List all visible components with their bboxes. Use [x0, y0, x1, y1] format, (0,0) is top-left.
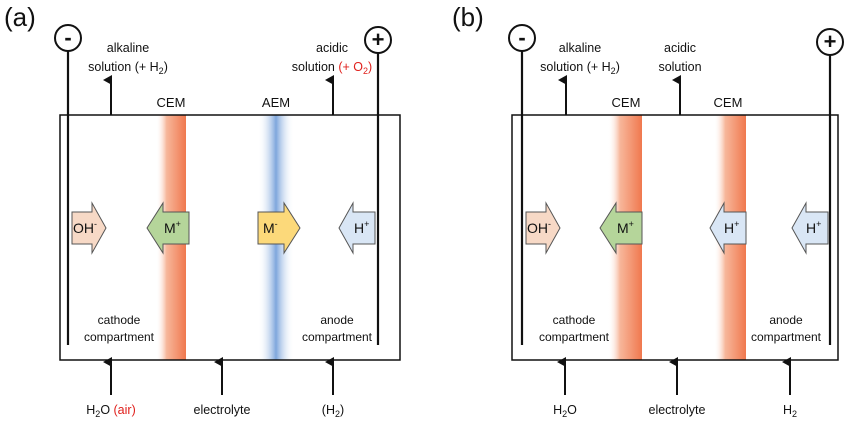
- panel-b-h-plus-arrow: [791, 201, 829, 255]
- panel-b-h-plus-label: H+: [806, 219, 821, 236]
- panel-b-anode-label-line1: anode: [769, 313, 803, 327]
- panel-a-outlet-left-line1: alkaline: [107, 41, 149, 55]
- panel-a-cell: [59, 114, 401, 361]
- panel-b: (b) CEM CEM - + alkaline solution (+ H2)…: [452, 2, 844, 419]
- panel-a-m-minus-label: M-: [263, 219, 278, 236]
- panel-b-inlet-right-label: H2: [783, 403, 797, 419]
- panel-b-inlet-mid-label: electrolyte: [649, 403, 706, 417]
- panel-b-negative-terminal: [508, 24, 536, 52]
- panel-b-cathode-label-line1: cathode: [553, 313, 596, 327]
- panel-a-inlet-right-label: (H2): [322, 403, 344, 419]
- panel-a-minus-sign: -: [64, 25, 71, 50]
- panel-a-cathode-label-line2: compartment: [84, 330, 155, 344]
- panel-b-cathode-label-line2: compartment: [539, 330, 610, 344]
- panel-b-outlet-left-line2: solution (+ H2): [540, 60, 620, 76]
- panel-b-outlet-right-line1: acidic: [664, 41, 696, 55]
- panel-b-outlet-right-line2: solution: [658, 60, 701, 74]
- panel-a-m-plus-arrow: [146, 201, 190, 255]
- panel-a-oh-label: OH-: [73, 219, 97, 236]
- panel-b-m-plus-arrow: [599, 201, 643, 255]
- panel-a-inlet-left-label: H2O (air): [86, 403, 135, 419]
- panel-b-outlet-left-line1: alkaline: [559, 41, 601, 55]
- panel-b-h-plus-mid-arrow: [709, 201, 747, 255]
- panel-a-label: (a): [4, 2, 36, 32]
- panel-a-m-plus-label: M+: [164, 219, 181, 236]
- panel-b-plus-sign: +: [824, 29, 837, 54]
- panel-a-negative-terminal: [54, 24, 82, 52]
- panel-b-anode-label-line2: compartment: [751, 330, 822, 344]
- panel-a-outlet-right-line2: solution (+ O2): [292, 60, 372, 76]
- panel-a-plus-sign: +: [372, 27, 385, 52]
- panel-b-oh-label: OH-: [527, 219, 551, 236]
- panel-b-oh-arrow: [525, 201, 561, 255]
- panel-a: (a) CEM AEM - + alkaline solution (+ H2)…: [4, 2, 401, 419]
- panel-b-cem-label-left: CEM: [612, 95, 641, 110]
- panel-a-outlet-left-line2: solution (+ H2): [88, 60, 168, 76]
- panel-b-h-plus-mid-label: H+: [724, 219, 739, 236]
- panel-b-m-plus-label: M+: [617, 219, 634, 236]
- panel-a-h-plus-label: H+: [354, 219, 369, 236]
- panel-b-positive-terminal: [816, 28, 844, 56]
- panel-b-cem-label-right: CEM: [714, 95, 743, 110]
- panel-a-cem-label: CEM: [157, 95, 186, 110]
- panel-b-minus-sign: -: [518, 25, 525, 50]
- panel-b-inlet-left-label: H2O: [553, 403, 577, 419]
- panel-a-outlet-right-line1: acidic: [316, 41, 348, 55]
- panel-a-anode-label-line2: compartment: [302, 330, 373, 344]
- panel-a-aem-label: AEM: [262, 95, 290, 110]
- panel-b-label: (b): [452, 2, 484, 32]
- panel-a-h-plus-arrow: [338, 201, 376, 255]
- panel-a-oh-arrow: [71, 201, 107, 255]
- panel-a-cathode-label-line1: cathode: [98, 313, 141, 327]
- panel-a-anode-label-line1: anode: [320, 313, 354, 327]
- panel-a-inlet-mid-label: electrolyte: [194, 403, 251, 417]
- panel-a-m-minus-arrow: [257, 201, 301, 255]
- panel-a-positive-terminal: [364, 26, 392, 54]
